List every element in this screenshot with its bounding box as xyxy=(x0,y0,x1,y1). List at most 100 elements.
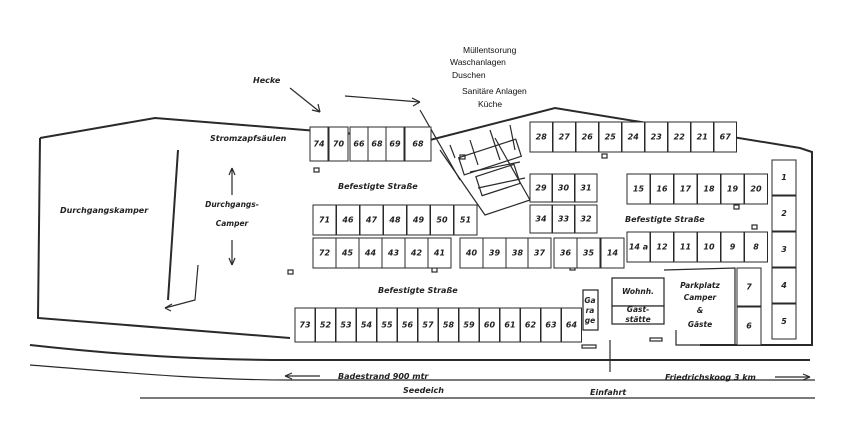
plot-number: 30 xyxy=(558,184,570,193)
plot-number: 8 xyxy=(753,243,759,252)
label-garage-2: ra xyxy=(586,306,595,315)
plot-number: 9 xyxy=(730,243,736,252)
label-parkplatz-3: & xyxy=(697,306,704,315)
road-line-upper xyxy=(29,344,810,361)
label-durchgangskamper: Durchgangskamper xyxy=(60,206,149,215)
plot-box xyxy=(736,306,762,346)
plot-number: 40 xyxy=(465,249,478,258)
hecke-arrow xyxy=(289,87,421,113)
label-seedeich: Seedeich xyxy=(403,386,444,395)
plot-number: 54 xyxy=(361,321,373,330)
plot-number: 7 xyxy=(746,283,752,292)
plot-number: 15 xyxy=(633,185,645,194)
label-muell: Müllentsorung xyxy=(463,45,517,55)
plot-number: 29 xyxy=(535,184,547,193)
label-gast-2: stätte xyxy=(625,315,650,324)
plot-number: 14 a xyxy=(629,243,648,252)
plot-number: 12 xyxy=(656,243,668,252)
label-garage-3: ge xyxy=(585,316,595,325)
hedge-line xyxy=(154,117,246,126)
plot-number: 55 xyxy=(381,321,393,330)
label-duschen: Duschen xyxy=(452,70,486,80)
plot-number: 62 xyxy=(525,321,537,330)
label-strasse-bottom: Befestigte Straße xyxy=(378,286,458,295)
sanitary-building xyxy=(439,124,531,216)
plot-number: 51 xyxy=(460,216,471,225)
plot-number: 73 xyxy=(299,321,311,330)
plot-number: 74 xyxy=(313,140,325,149)
label-garage-1: Ga xyxy=(584,296,595,305)
label-wohnhaus: Wohnh. xyxy=(622,287,654,296)
plot-box xyxy=(561,307,582,343)
plot-number: 38 xyxy=(512,249,524,258)
plot-number: 68 xyxy=(371,140,383,149)
plot-number: 19 xyxy=(727,185,739,194)
plot-number: 66 xyxy=(353,140,365,149)
plot-number: 35 xyxy=(583,249,595,258)
plots-block-a: 29 30 31 xyxy=(529,173,598,203)
plot-box xyxy=(427,237,452,269)
plot-number: 22 xyxy=(674,133,686,142)
plot-number: 45 xyxy=(341,249,354,258)
plot-number: 52 xyxy=(320,321,332,330)
label-wasch: Waschanlagen xyxy=(450,57,506,67)
plot-box xyxy=(453,204,478,236)
plot-number: 10 xyxy=(703,243,715,252)
plot-number: 5 xyxy=(781,317,787,326)
plot-box xyxy=(527,237,552,269)
plot-number: 71 xyxy=(319,216,330,225)
plot-number: 17 xyxy=(680,185,692,194)
plot-number: 6 xyxy=(746,322,752,331)
garage-building xyxy=(582,289,599,331)
plot-box xyxy=(713,121,737,153)
plot-number: 4 xyxy=(780,281,787,290)
plot-number: 11 xyxy=(680,243,691,252)
plot-number: 39 xyxy=(489,249,501,258)
plot-box xyxy=(600,237,625,269)
plot-box xyxy=(771,195,797,232)
plot-number: 27 xyxy=(559,133,571,142)
plot-number: 1 xyxy=(781,173,787,182)
plot-number: 59 xyxy=(463,321,475,330)
label-parkplatz-4: Gäste xyxy=(688,320,712,329)
parking-area xyxy=(663,267,736,346)
plot-box xyxy=(771,267,797,304)
plot-number: 26 xyxy=(582,133,594,142)
plot-number: 31 xyxy=(580,184,591,193)
label-friedrichskoog: Friedrichskoog 3 km xyxy=(665,373,756,382)
plots-right-row-2: 14 a 12 11 10 9 8 xyxy=(626,231,768,263)
plot-number: 37 xyxy=(534,249,546,258)
plot-number: 70 xyxy=(333,140,345,149)
plot-number: 23 xyxy=(651,133,663,142)
plot-number: 14 xyxy=(607,249,619,258)
hedge-pointer-line xyxy=(419,109,461,181)
plot-number: 57 xyxy=(422,321,434,330)
label-strasse-right: Befestigte Straße xyxy=(625,215,705,224)
plot-box xyxy=(771,231,797,268)
label-durchgangs-camper-1: Durchgangs- xyxy=(205,200,259,209)
plot-number: 48 xyxy=(388,216,401,225)
plot-number: 36 xyxy=(560,249,572,258)
plot-number: 33 xyxy=(558,215,570,224)
plot-box xyxy=(771,159,797,196)
site-boundary-left xyxy=(36,137,291,339)
plot-box xyxy=(744,231,768,263)
plot-number: 43 xyxy=(387,249,400,258)
label-hecke: Hecke xyxy=(253,76,281,85)
plot-number: 64 xyxy=(566,321,578,330)
plot-number: 16 xyxy=(656,185,668,194)
plot-number: 47 xyxy=(365,216,378,225)
wohnhaus-building xyxy=(611,277,665,307)
plot-box xyxy=(744,173,768,205)
road-line-lower xyxy=(29,364,815,381)
plots-right-column-2: 76 xyxy=(736,267,762,346)
plot-box xyxy=(328,126,349,162)
plot-box xyxy=(576,237,601,269)
plot-number: 61 xyxy=(504,321,515,330)
plot-number: 60 xyxy=(484,321,496,330)
